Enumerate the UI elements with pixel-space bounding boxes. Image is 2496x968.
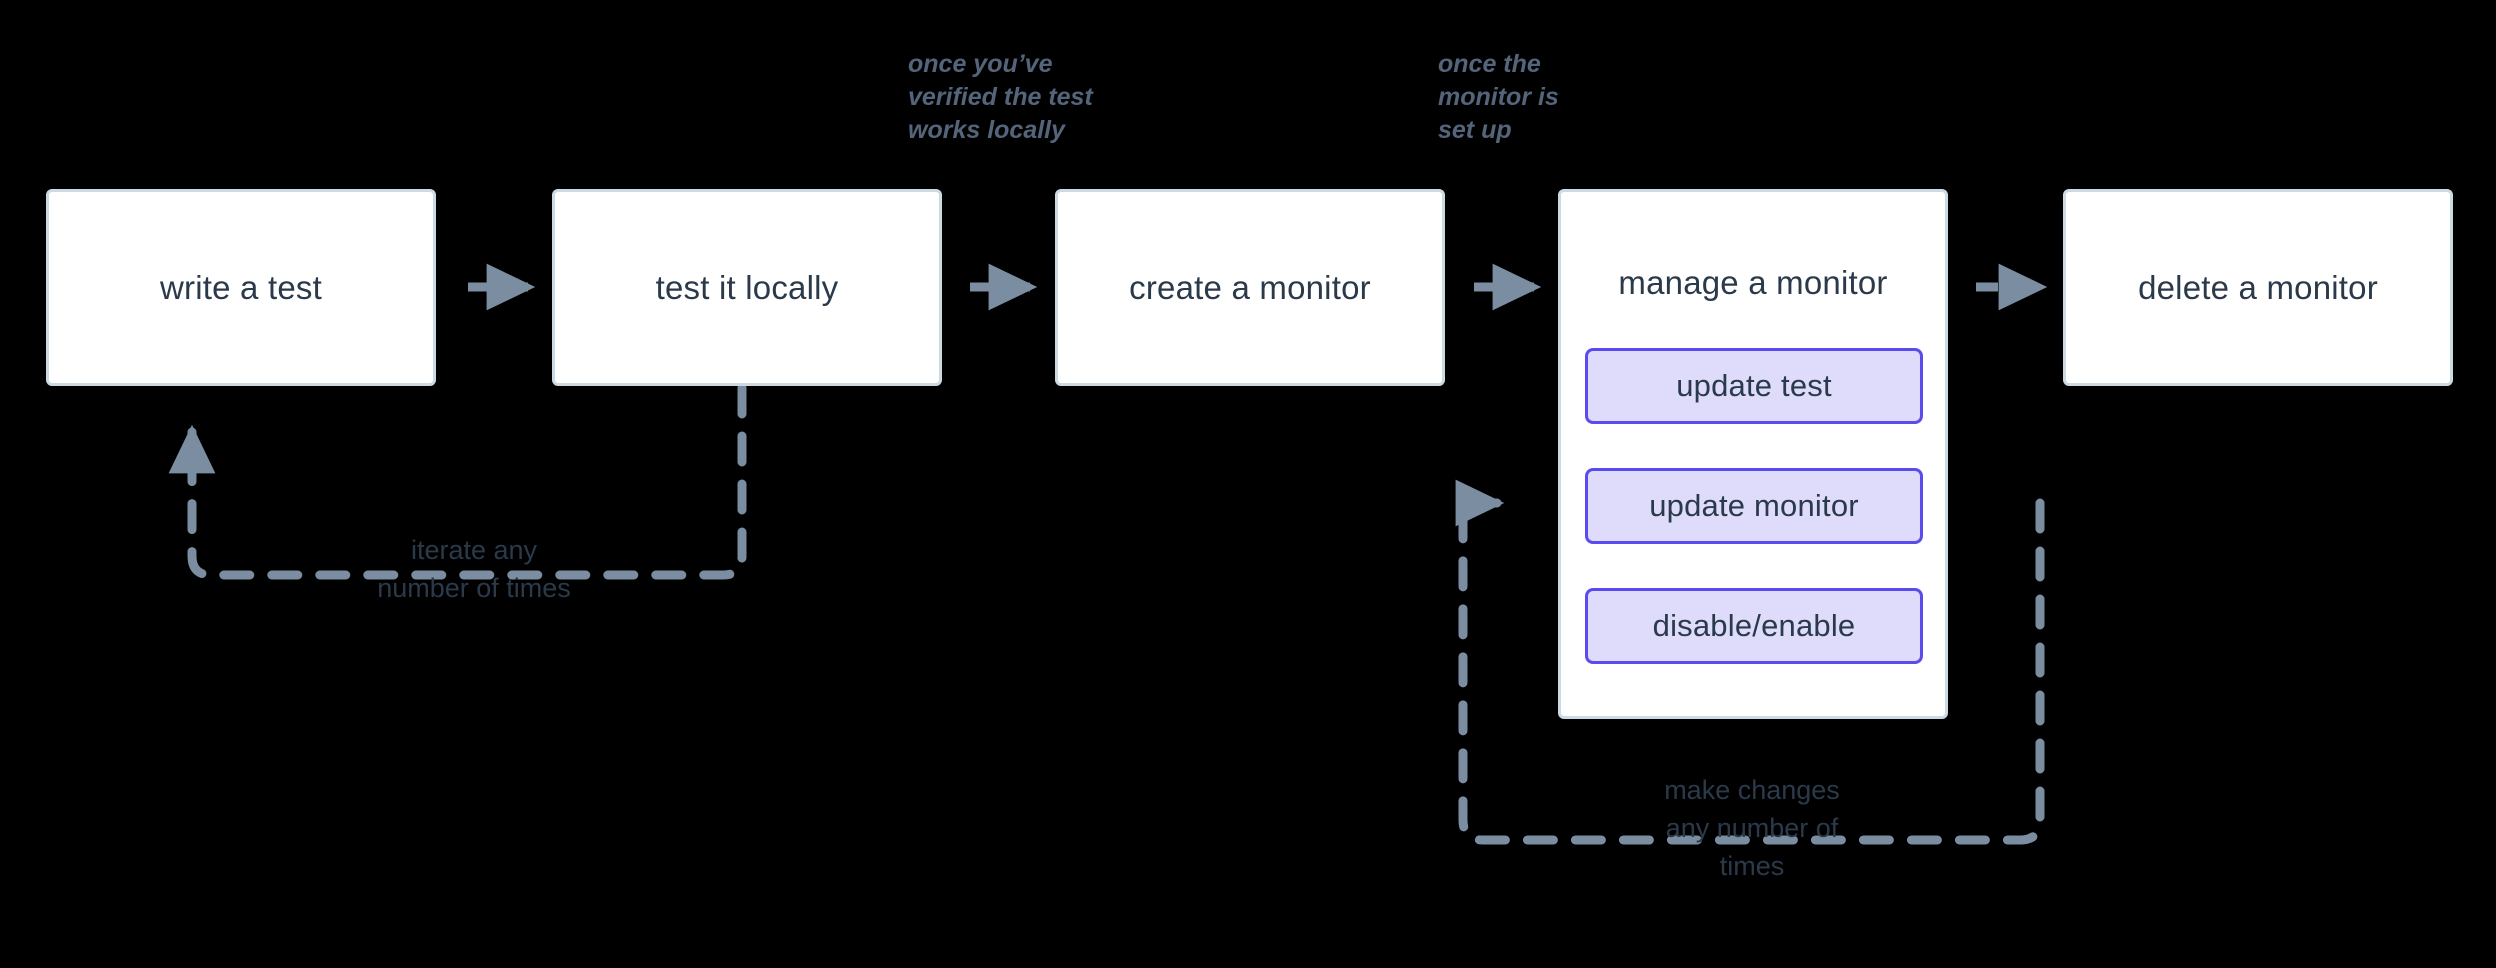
node-test-it-locally[interactable]: test it locally	[552, 189, 942, 386]
node-create-a-monitor[interactable]: create a monitor	[1055, 189, 1445, 386]
subitem-disable-enable[interactable]: disable/enable	[1585, 588, 1923, 664]
node-manage-a-monitor[interactable]: manage a monitor update test update moni…	[1558, 189, 1948, 719]
node-test-it-locally-label: test it locally	[655, 268, 839, 306]
annotation-verified-note: once you’ve verified the test works loca…	[908, 50, 1093, 144]
node-delete-a-monitor[interactable]: delete a monitor	[2063, 189, 2453, 386]
node-delete-a-monitor-label: delete a monitor	[2138, 268, 2378, 306]
node-write-a-test-label: write a test	[160, 268, 322, 306]
subitem-update-monitor[interactable]: update monitor	[1585, 468, 1923, 544]
iterate-loop-label: iterate any number of times	[377, 535, 571, 603]
subitem-disable-enable-label: disable/enable	[1652, 608, 1856, 643]
make-changes-loop-label: make changes any number of times	[1664, 775, 1840, 881]
subitem-update-test-label: update test	[1676, 368, 1832, 403]
node-manage-a-monitor-label: manage a monitor	[1618, 264, 1888, 301]
subitem-update-monitor-label: update monitor	[1649, 488, 1859, 523]
node-write-a-test[interactable]: write a test	[46, 189, 436, 386]
node-create-a-monitor-label: create a monitor	[1129, 268, 1371, 306]
annotation-setup-note: once the monitor is set up	[1438, 50, 1559, 144]
subitem-update-test[interactable]: update test	[1585, 348, 1923, 424]
